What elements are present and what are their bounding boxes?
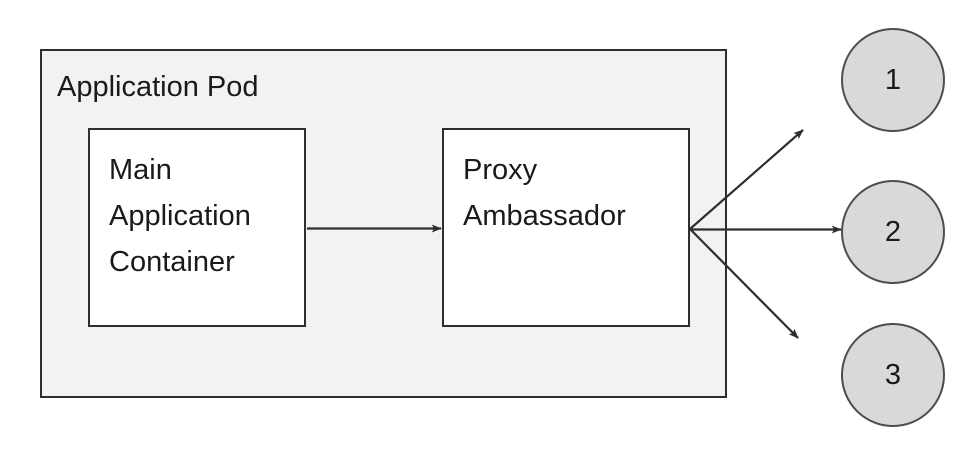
external-node-1: 1 — [841, 28, 945, 132]
proxy-ambassador-box: Proxy Ambassador — [442, 128, 690, 327]
proxy-ambassador-label: Proxy Ambassador — [463, 154, 626, 232]
external-node-3: 3 — [841, 323, 945, 427]
external-node-3-label: 3 — [884, 358, 902, 391]
external-node-1-label: 1 — [884, 63, 902, 96]
application-pod-label: Application Pod — [57, 71, 259, 103]
external-node-2: 2 — [841, 180, 945, 284]
external-node-2-label: 2 — [884, 215, 902, 248]
main-application-container-label: Main Application Container — [109, 154, 251, 278]
main-application-container-box: Main Application Container — [88, 128, 306, 327]
